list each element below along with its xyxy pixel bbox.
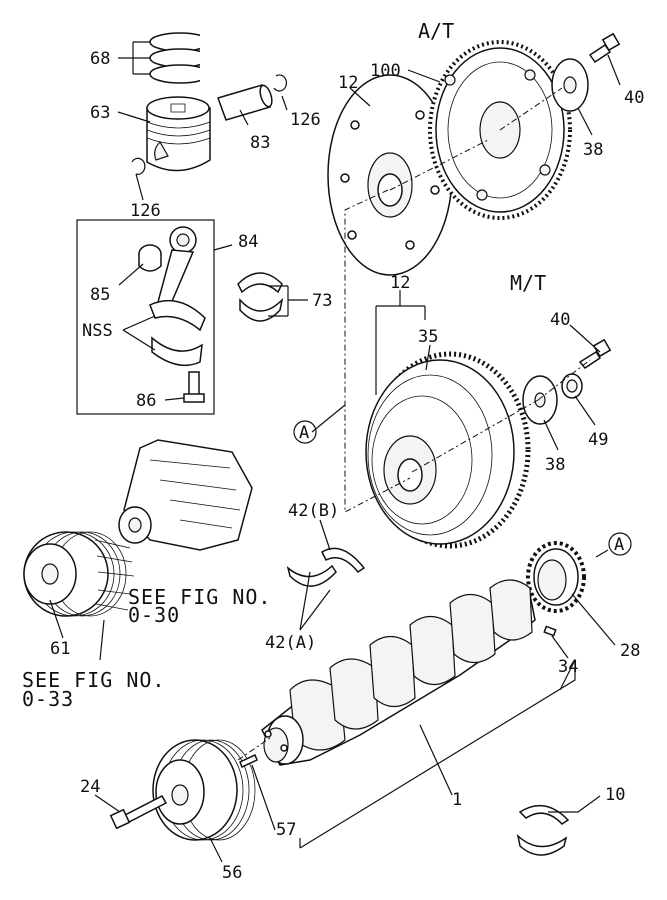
label-38-mt: 38 (545, 455, 565, 475)
snap-ring-upper (273, 74, 288, 92)
label-12-at: 12 (338, 73, 358, 93)
mt-flywheel (365, 351, 531, 549)
label-84: 84 (238, 232, 258, 252)
connecting-rod-kit-box (76, 219, 215, 415)
see-fig-033-line2: 0-33 (22, 687, 74, 711)
label-63: 63 (90, 103, 110, 123)
fan-pulley (23, 531, 135, 617)
label-126-right: 126 (290, 110, 321, 130)
label-40-at: 40 (624, 88, 644, 108)
label-1: 1 (452, 790, 462, 810)
piston-pin (217, 84, 273, 121)
label-57: 57 (276, 820, 296, 840)
pilot-bearing (561, 373, 583, 399)
at-bolt (588, 32, 621, 64)
snap-ring-lower (131, 157, 146, 175)
marker-a-left: A (293, 420, 317, 444)
label-56: 56 (222, 863, 242, 883)
label-42a: 42(A) (265, 633, 316, 653)
crank-pulley (152, 739, 256, 841)
label-42b: 42(B) (288, 501, 339, 521)
connecting-rod (149, 226, 206, 367)
leader-lines (49, 41, 621, 863)
conrod-bearing (237, 272, 284, 322)
main-bearing (516, 804, 570, 856)
pulley-bolt (109, 795, 168, 830)
label-35: 35 (418, 327, 438, 347)
label-34: 34 (558, 657, 578, 677)
label-100: 100 (370, 61, 401, 81)
crank-key (543, 625, 557, 637)
see-fig-030-line1: SEE FIG NO. (128, 585, 271, 609)
thrust-washer-a (286, 564, 337, 587)
piston-rings (149, 32, 212, 84)
label-83: 83 (250, 133, 270, 153)
connecting-rod-bolt (183, 371, 205, 403)
svg-text:A: A (614, 535, 624, 555)
label-10: 10 (605, 785, 625, 805)
label-61: 61 (50, 639, 70, 659)
mt-heading: M/T (510, 271, 546, 295)
crankshaft (261, 579, 536, 766)
pulley-pin (239, 753, 258, 769)
crank-gear (526, 541, 586, 613)
at-heading: A/T (418, 19, 454, 43)
label-49: 49 (588, 430, 608, 450)
label-85: 85 (90, 285, 110, 305)
label-24: 24 (80, 777, 100, 797)
label-126-left: 126 (130, 201, 161, 221)
at-flexplate (327, 74, 453, 276)
svg-text:A: A (299, 423, 309, 443)
thrust-washer-b (321, 547, 366, 574)
alignment-lines (237, 87, 591, 761)
piston (146, 96, 211, 172)
at-plate (551, 58, 589, 112)
label-86: 86 (136, 391, 156, 411)
label-38-at: 38 (583, 140, 603, 160)
small-end-bushing (138, 244, 162, 272)
label-73: 73 (312, 291, 332, 311)
water-pump (118, 439, 253, 551)
label-28: 28 (620, 641, 640, 661)
label-nss: NSS (82, 321, 113, 341)
mt-plate (522, 375, 558, 425)
see-fig-030-line2: 0-30 (128, 603, 180, 627)
label-12-mt: 12 (390, 273, 410, 293)
label-68: 68 (90, 49, 110, 69)
marker-a-right: A (608, 532, 632, 556)
label-40-mt: 40 (550, 310, 570, 330)
see-fig-033-line1: SEE FIG NO. (22, 668, 165, 692)
